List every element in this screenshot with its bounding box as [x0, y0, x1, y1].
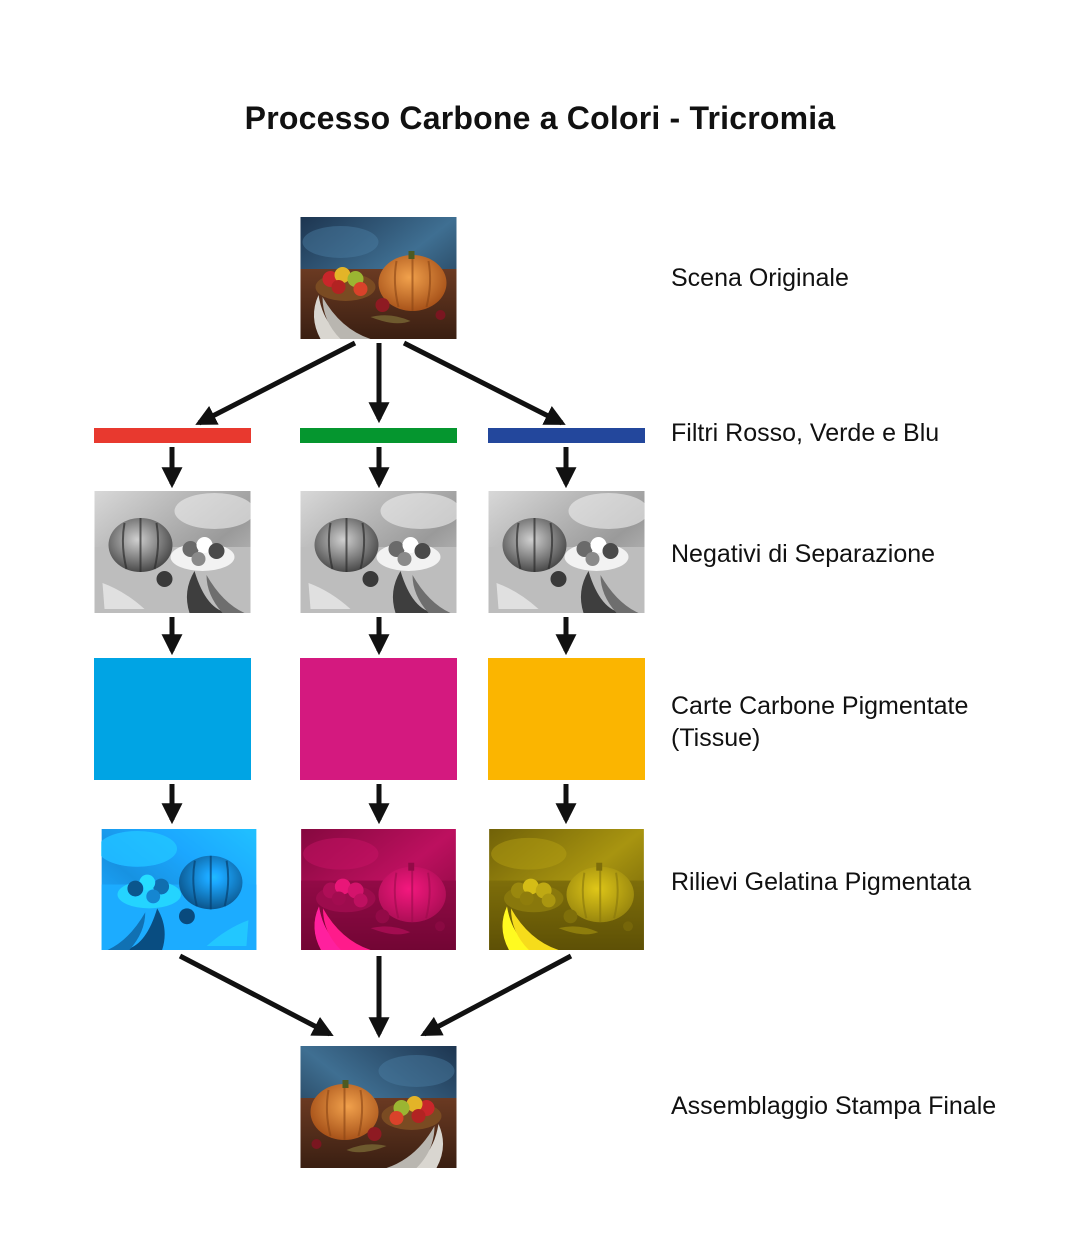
tissue-yellow	[488, 658, 645, 780]
filter-green	[300, 428, 457, 443]
filter-blue	[488, 428, 645, 443]
arrow-yellow-to-final	[424, 956, 571, 1034]
arrow-original-to-blue	[404, 343, 562, 423]
arrow-cyan-to-final	[180, 956, 330, 1034]
relief-cyan	[98, 829, 257, 950]
tissue-cyan	[94, 658, 251, 780]
arrow-original-to-red	[199, 343, 355, 423]
original-scene-photo	[301, 217, 457, 339]
negative-blue	[489, 491, 649, 613]
tissue-magenta	[300, 658, 457, 780]
final-print-photo	[301, 1046, 457, 1168]
filter-red	[94, 428, 251, 443]
relief-yellow	[489, 829, 644, 950]
negative-red	[95, 491, 255, 613]
relief-magenta	[301, 829, 456, 950]
negative-green	[301, 491, 461, 613]
